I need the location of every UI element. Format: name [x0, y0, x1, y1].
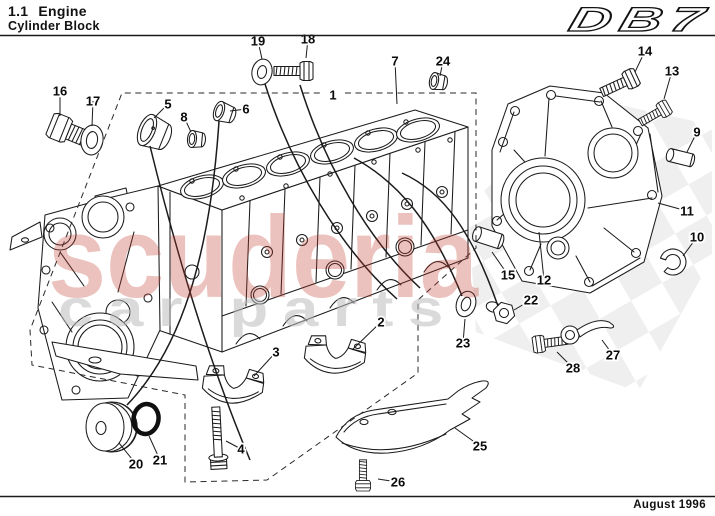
callout-3: 3	[272, 345, 279, 360]
leader-line-2	[351, 321, 382, 351]
callout-8: 8	[180, 110, 187, 125]
part-3-bearing-cap	[200, 362, 266, 408]
leader-line-23	[462, 318, 466, 344]
callout-26: 26	[391, 475, 405, 490]
part-6-bush	[212, 100, 237, 124]
part-15-dowel-pin	[472, 226, 505, 250]
part-2-bearing-cap	[302, 332, 368, 378]
page-title: 1.1 Engine	[8, 3, 87, 19]
part-19-washer	[251, 58, 273, 86]
leader-line-9	[686, 131, 698, 153]
part-4-bolt	[205, 406, 230, 471]
callout-15: 15	[501, 268, 515, 283]
db7-logo: DB7	[564, 1, 715, 40]
leader-line-18	[305, 38, 309, 59]
callout-2: 2	[377, 315, 384, 330]
callout-18: 18	[301, 32, 315, 47]
cylinder-bores	[180, 117, 440, 200]
callout-16: 16	[53, 84, 67, 99]
callout-11: 11	[680, 204, 694, 219]
leader-line-19	[257, 40, 263, 60]
callout-7: 7	[391, 54, 398, 69]
watermark-line2: car parts	[58, 280, 458, 338]
callout-9: 9	[693, 125, 700, 140]
plate-bolt-holes	[491, 89, 658, 288]
callout-19: 19	[251, 34, 265, 49]
part-5-bearing-bush	[136, 113, 173, 151]
timing-cover	[9, 185, 199, 401]
leader-line-6	[229, 108, 247, 112]
leader-line-28	[556, 351, 574, 369]
part-9-dowel-pin	[665, 148, 696, 168]
leader-curves	[126, 83, 499, 461]
callout-28: 28	[566, 361, 580, 376]
callout-13: 13	[665, 64, 679, 79]
page-subtitle: Cylinder Block	[8, 19, 100, 33]
leader-line-17	[91, 100, 94, 127]
callout-10: 10	[690, 230, 704, 245]
section-number: 1.1	[8, 3, 29, 19]
leader-line-14	[634, 50, 646, 73]
part-23-washer	[455, 290, 477, 318]
callout-1: 1	[329, 88, 336, 103]
deck-bolt-holes	[189, 119, 453, 201]
callout-4: 4	[237, 442, 245, 457]
part-25-baffle-plate	[335, 380, 489, 454]
watermark-line1: scuderia	[48, 192, 479, 322]
callout-27: 27	[606, 348, 620, 363]
callout-6: 6	[242, 102, 249, 117]
db7-logo-text: DB7	[565, 1, 715, 38]
part-8-small-bush	[186, 129, 207, 149]
leader-line-8	[183, 116, 192, 133]
part-18-bolt	[273, 60, 314, 82]
callout-5: 5	[164, 97, 171, 112]
callout-14: 14	[638, 44, 653, 59]
leader-line-5	[153, 103, 169, 119]
leader-line-15	[491, 251, 509, 276]
leader-line-13	[663, 70, 673, 100]
leader-line-20	[118, 442, 137, 465]
callout-23: 23	[456, 336, 470, 351]
callout-21: 21	[153, 453, 167, 468]
leader-line-24	[439, 60, 444, 77]
leader-line-3	[253, 351, 277, 377]
section-name: Engine	[38, 3, 87, 19]
leader-line-27	[601, 339, 614, 356]
part-14-bolt	[597, 66, 642, 102]
assembly-boundary	[29, 92, 477, 483]
leader-line-25	[454, 427, 481, 447]
part-1-cylinder-block	[157, 109, 469, 353]
engine-drawing	[9, 58, 696, 492]
callout-25: 25	[473, 439, 487, 454]
leader-line-21	[148, 435, 161, 461]
callout-12: 12	[537, 273, 551, 288]
part-21-o-ring	[131, 401, 161, 437]
part-20-plug	[85, 401, 138, 453]
part-17-sealing-washer	[80, 124, 104, 156]
part-24-cap	[428, 72, 449, 91]
page-date: August 1996	[633, 499, 706, 511]
leader-line-26	[377, 478, 399, 483]
part-27-oil-jet	[560, 320, 615, 345]
leader-line-12	[538, 231, 545, 281]
leader-line-10	[682, 236, 698, 257]
leader-line-22	[513, 299, 532, 311]
callout-20: 20	[129, 457, 143, 472]
part-10-seal-ring	[660, 248, 687, 276]
leader-line-4	[225, 440, 242, 450]
part-22-bolt	[485, 301, 516, 325]
callout-17: 17	[86, 94, 100, 109]
callout-22: 22	[524, 293, 538, 308]
leader-line-7	[394, 60, 398, 105]
leader-line-11	[657, 202, 688, 212]
part-26-bolt	[354, 459, 372, 492]
part-11-adapter-plate	[491, 85, 663, 294]
callout-24: 24	[436, 54, 451, 69]
watermark-text: scuderia car parts	[48, 192, 479, 338]
